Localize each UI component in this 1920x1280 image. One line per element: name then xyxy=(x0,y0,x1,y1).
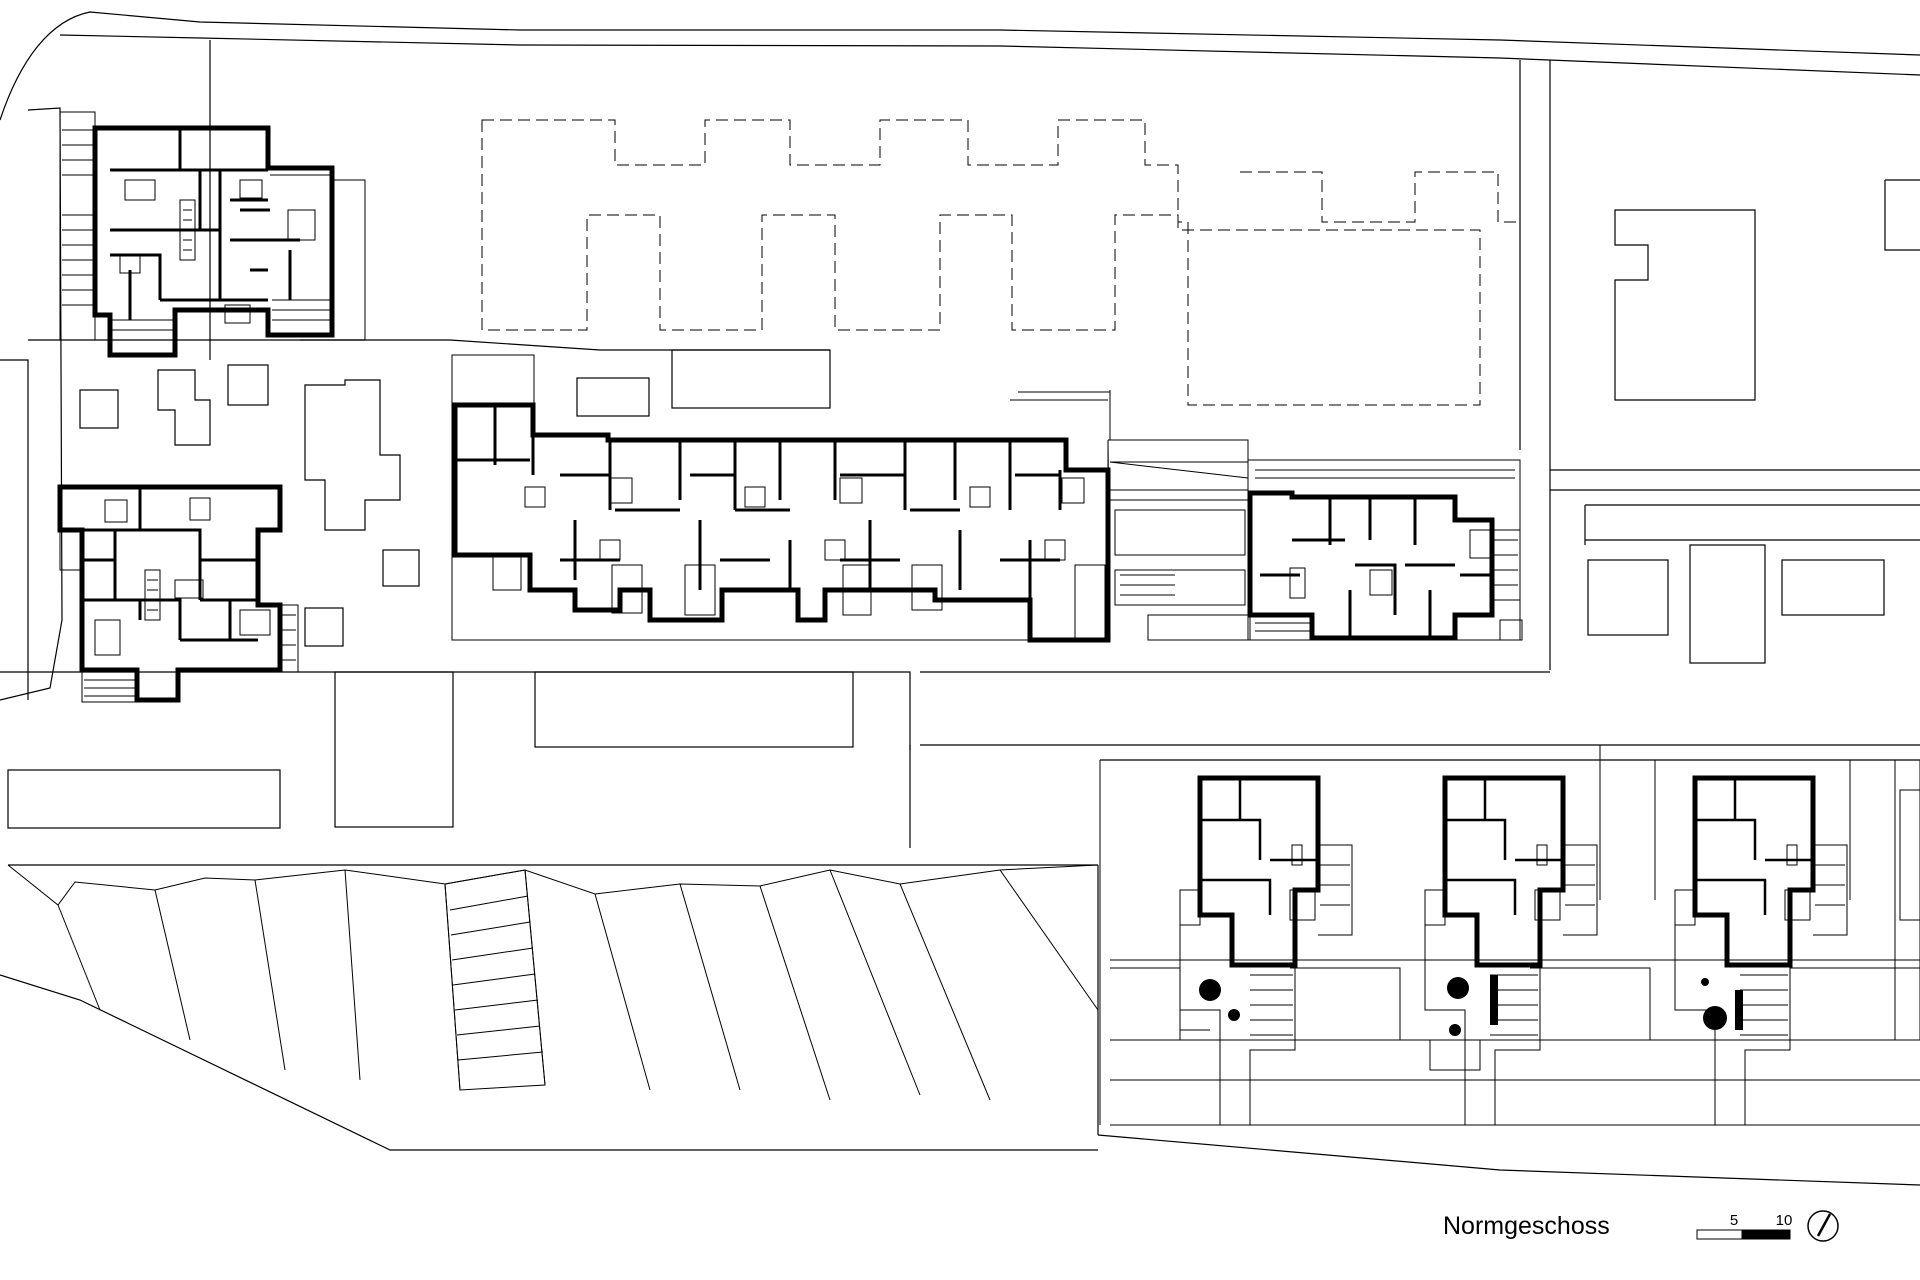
tree-icon xyxy=(1447,975,1498,1036)
building-c-central xyxy=(451,354,1111,643)
connector-plaza xyxy=(1108,439,1249,641)
building-d-right-middle xyxy=(1247,459,1523,641)
tree-icon xyxy=(1199,979,1240,1021)
building-a-top-left xyxy=(59,111,366,358)
building-b-left-middle xyxy=(57,484,299,703)
scale-label-5: 5 xyxy=(1730,1212,1738,1229)
dashed-future-buildings xyxy=(481,119,1520,406)
site-objects xyxy=(7,179,1920,829)
villa-3 xyxy=(1674,775,1848,1126)
tree-icon xyxy=(1701,978,1743,1030)
plan-title: Normgeschoss xyxy=(1443,1212,1610,1240)
lower-right-terraces xyxy=(1099,745,1920,1126)
scale-bar: 5 10 xyxy=(1696,1212,1793,1240)
villa-2 xyxy=(1424,775,1598,1126)
embankment-folds xyxy=(7,864,1099,1101)
scale-label-10: 10 xyxy=(1776,1212,1793,1229)
north-arrow-icon xyxy=(1807,1210,1839,1242)
villa-1 xyxy=(1179,775,1353,1126)
